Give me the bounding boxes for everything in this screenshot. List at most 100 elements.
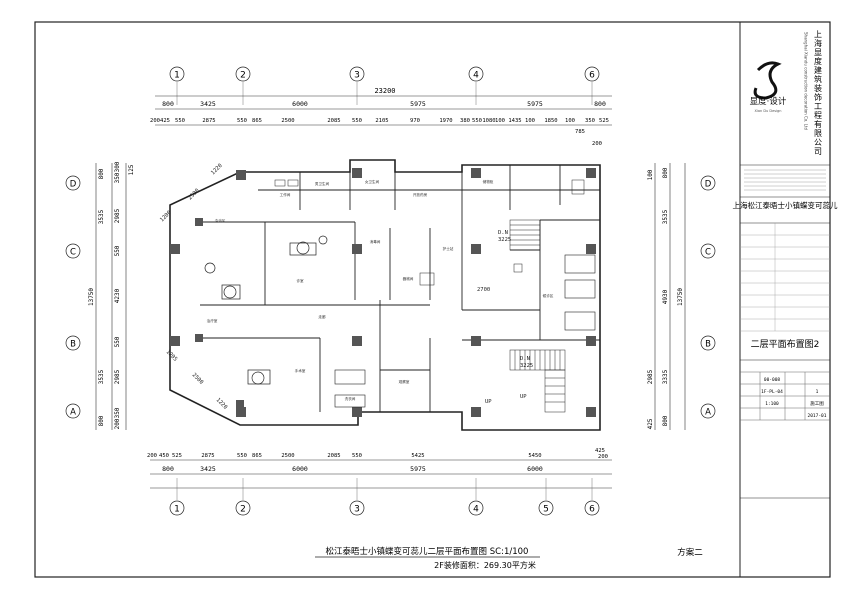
svg-text:380: 380	[460, 118, 470, 124]
grid-bubble-C-right: C	[705, 248, 711, 258]
logo-name-en: Xian Du Design	[755, 109, 782, 113]
svg-text:800: 800	[162, 465, 174, 473]
svg-text:3225: 3225	[520, 363, 533, 369]
bottom-grid-bubbles: 1 2 3 4 5 6	[169, 500, 600, 516]
exterior-wall	[169, 159, 601, 431]
left-grid-bubbles: D C B A	[65, 175, 81, 419]
left-dimension-lines	[95, 163, 127, 430]
svg-text:865: 865	[252, 118, 262, 124]
svg-text:550: 550	[352, 453, 362, 459]
svg-text:1850: 1850	[544, 118, 557, 124]
svg-text:消毒间: 消毒间	[370, 239, 381, 244]
staircase-lower	[509, 349, 566, 413]
svg-text:5975: 5975	[527, 100, 543, 108]
grid-bubble-3-bottom: 3	[354, 505, 360, 515]
grid-bubble-1-bottom: 1	[174, 505, 180, 515]
svg-text:525: 525	[172, 453, 182, 459]
svg-text:200: 200	[147, 453, 157, 459]
signature-rows	[740, 223, 830, 332]
svg-text:200: 200	[598, 454, 608, 460]
logo-name: 显度·设计	[750, 96, 787, 107]
svg-text:1220: 1220	[215, 397, 229, 411]
svg-text:100: 100	[565, 118, 575, 124]
svg-text:工作间: 工作间	[280, 192, 291, 197]
svg-text:开放药房: 开放药房	[413, 192, 428, 197]
svg-text:425: 425	[595, 448, 605, 454]
svg-text:865: 865	[252, 453, 262, 459]
field-drawing-no: 1F-PL-04	[761, 389, 783, 395]
dims-bottom-mid: 800 3425 6000 5975 6000	[162, 465, 543, 473]
staircase-upper	[509, 219, 541, 251]
svg-text:2085: 2085	[327, 118, 340, 124]
svg-text:6000: 6000	[292, 465, 308, 473]
top-grid-axes	[176, 82, 593, 105]
grid-bubble-3: 3	[354, 71, 360, 81]
svg-text:器械间: 器械间	[403, 276, 414, 281]
svg-text:走廊: 走廊	[318, 314, 326, 319]
svg-text:观察室: 观察室	[399, 379, 410, 384]
top-grid-bubbles: 1 2 3 4 6	[169, 66, 600, 82]
grid-bubble-2: 2	[240, 71, 246, 81]
svg-text:储物柜: 储物柜	[483, 179, 494, 184]
svg-text:300: 300	[114, 161, 121, 172]
svg-text:治疗室: 治疗室	[207, 318, 218, 323]
svg-text:100: 100	[525, 118, 535, 124]
svg-text:13750: 13750	[677, 288, 684, 306]
sheet-frame	[34, 21, 831, 578]
svg-text:550: 550	[237, 453, 247, 459]
svg-text:1080: 1080	[482, 118, 495, 124]
dims-top-mid: 800 3425 6000 5975 5975 800	[162, 100, 606, 108]
dims-top-fine: 200 425 550 2875 550 865 2500 2085 550 2…	[150, 118, 609, 147]
svg-text:550: 550	[114, 245, 121, 256]
svg-text:3225: 3225	[498, 237, 511, 243]
drawing-name: 二层平面布置图2	[751, 338, 820, 350]
beds	[334, 254, 596, 408]
svg-text:2985: 2985	[114, 369, 121, 384]
title-block: 显度·设计 Xian Du Design 上海显度建筑装饰工程有限公司 Shan…	[733, 30, 838, 499]
svg-text:350: 350	[585, 118, 595, 124]
svg-text:男卫生间: 男卫生间	[315, 181, 330, 186]
grid-bubble-6: 6	[589, 71, 595, 81]
treatment-chairs	[204, 235, 328, 385]
bottom-dimension-lines	[150, 459, 612, 489]
svg-text:4230: 4230	[114, 288, 121, 303]
drawing-caption-title: 松江泰晤士小镇蝶变可蕊儿二层平面布置图 SC:1/100	[326, 546, 529, 557]
dim-top-total: 23200	[374, 87, 395, 95]
svg-text:UP: UP	[485, 399, 492, 405]
drawing-info-table	[740, 371, 830, 421]
svg-text:5975: 5975	[410, 100, 426, 108]
svg-text:5450: 5450	[528, 453, 541, 459]
svg-text:3425: 3425	[200, 465, 216, 473]
svg-text:3425: 3425	[200, 100, 216, 108]
svg-text:800: 800	[662, 415, 669, 426]
grid-bubble-B-right: B	[705, 340, 711, 350]
svg-text:1970: 1970	[439, 118, 452, 124]
svg-text:6000: 6000	[292, 100, 308, 108]
svg-text:2500: 2500	[191, 372, 205, 386]
company-logo: 显度·设计 Xian Du Design	[750, 61, 787, 113]
field-sheet-code: 00-008	[764, 377, 781, 383]
svg-text:2500: 2500	[281, 453, 294, 459]
svg-text:洽谈区: 洽谈区	[215, 218, 226, 223]
svg-text:550: 550	[114, 336, 121, 347]
grid-bubble-4: 4	[473, 71, 479, 81]
svg-text:800: 800	[98, 415, 105, 426]
field-date: 2017-01	[808, 413, 827, 419]
grid-bubble-6-bottom: 6	[589, 505, 595, 515]
interior-walls	[200, 165, 600, 412]
field-sheet-index: 1	[816, 389, 819, 395]
grid-bubble-4-bottom: 4	[473, 505, 479, 515]
toilet-fixtures	[274, 179, 585, 286]
bottom-grid-axes	[176, 478, 593, 500]
dims-bottom-fine: 200 450 525 2875 550 865 2500 2085 550 5…	[147, 448, 608, 460]
svg-text:450: 450	[159, 453, 169, 459]
grid-bubble-D-right: D	[705, 180, 712, 190]
svg-text:2985: 2985	[114, 208, 121, 223]
company-name-en: Shanghai Xiandu construction decoration …	[804, 32, 809, 130]
svg-text:100: 100	[647, 169, 654, 180]
svg-text:350: 350	[114, 172, 121, 183]
svg-text:1220: 1220	[210, 163, 224, 177]
svg-text:3535: 3535	[98, 369, 105, 384]
drawing-caption-area: 2F装修面积：269.30平方米	[434, 560, 536, 570]
notes-lines	[744, 169, 826, 191]
